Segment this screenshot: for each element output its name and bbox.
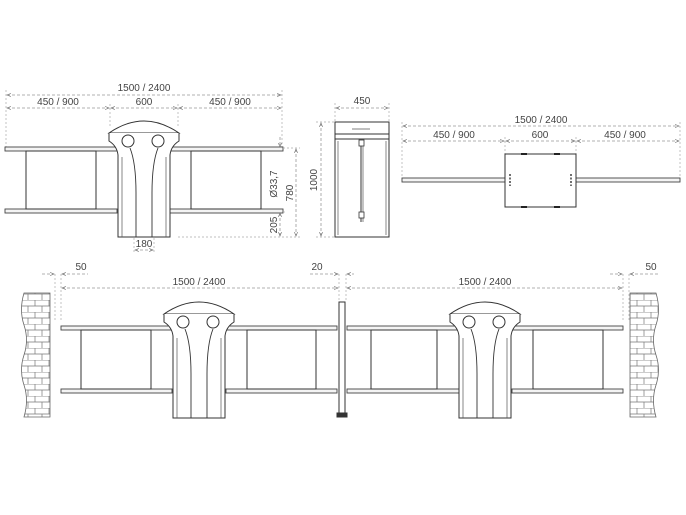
top-left-span-label: 450 / 900 [433, 130, 475, 141]
left-wall [21, 292, 51, 418]
right-wall [629, 292, 659, 418]
side-view: 450 1000 [309, 96, 390, 238]
lower-rail-height-label: 205 [269, 216, 280, 233]
center-gap-label: 20 [311, 262, 323, 273]
top-pillar-width-label: 600 [532, 130, 549, 141]
upper-rail-right [169, 146, 284, 152]
front-left-span-label: 450 / 900 [37, 97, 79, 108]
left-wall-gap-label: 50 [75, 262, 87, 273]
front-pillar-width-label: 600 [136, 97, 153, 108]
top-view: 1500 / 2400 450 / 900 600 450 / 900 [401, 115, 681, 208]
right-wall-gap-label: 50 [645, 262, 657, 273]
glass-panel-right [190, 150, 262, 210]
pillar-top-outline [504, 153, 577, 208]
front-total-width-label: 1500 / 2400 [118, 83, 171, 94]
right-passage-width-label: 1500 / 2400 [459, 277, 512, 288]
rail-diameter-label: Ø33,7 [269, 170, 280, 198]
side-width-label: 450 [354, 96, 371, 107]
left-passage-width-label: 1500 / 2400 [173, 277, 226, 288]
pillar-base-label: 180 [136, 239, 153, 250]
front-right-span-label: 450 / 900 [209, 97, 251, 108]
front-view: 1500 / 2400 450 / 900 600 450 / 900 Ø33,… [4, 83, 300, 252]
lower-rail-left [4, 208, 118, 214]
lower-rail-right [169, 208, 284, 214]
top-total-width-label: 1500 / 2400 [515, 115, 568, 126]
glass-panel-left [25, 150, 97, 210]
turnstile-pillar [108, 120, 180, 238]
turnstile-pillar-left [163, 301, 235, 419]
rail-height-label: 780 [285, 184, 296, 201]
turnstile-pillar-right [449, 301, 521, 419]
side-height-label: 1000 [309, 168, 320, 191]
center-post [338, 301, 346, 416]
upper-rail-left [4, 146, 118, 152]
installation-view: 50 20 50 1500 / 2400 1500 / 2400 [21, 262, 659, 419]
top-right-span-label: 450 / 900 [604, 130, 646, 141]
